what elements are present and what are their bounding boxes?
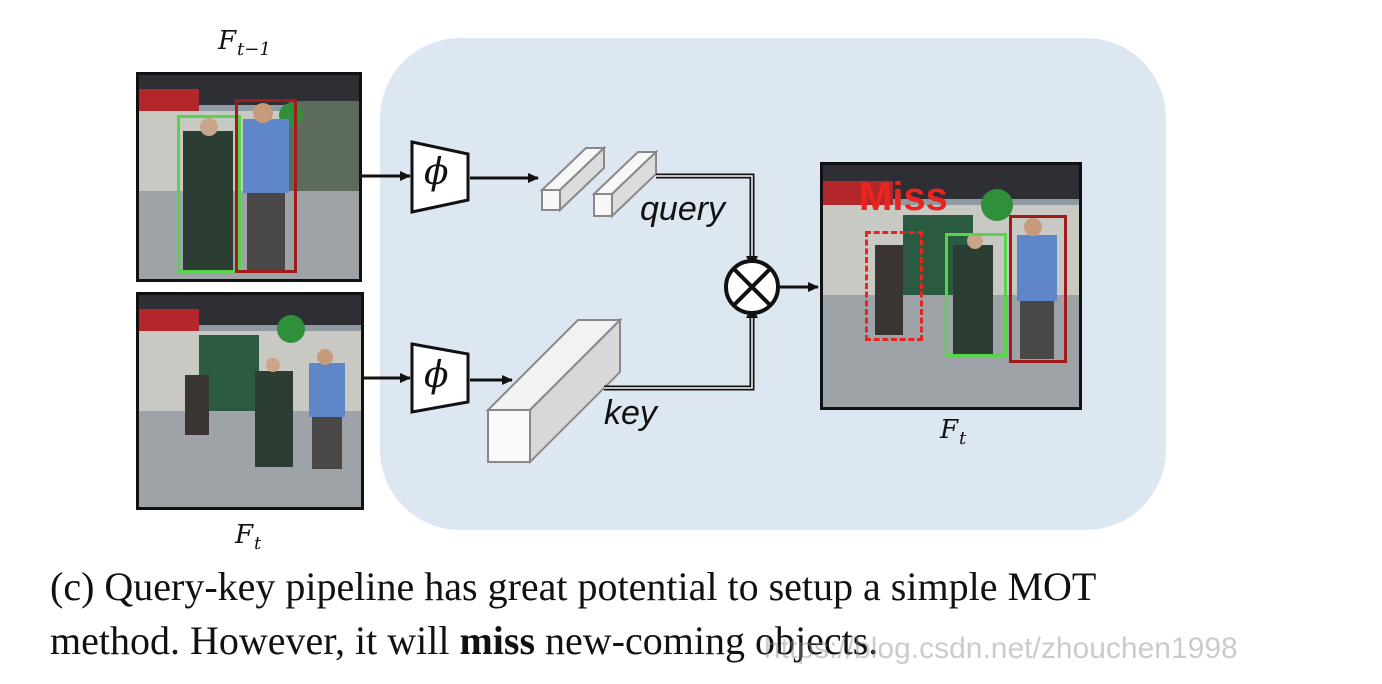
frame-label-output: Ft (940, 415, 967, 449)
frame-label-curr: Ft (235, 520, 262, 554)
miss-label: Miss (859, 175, 948, 219)
caption-line-2: method. However, it will miss new-coming… (50, 618, 879, 663)
key-label: key (604, 394, 657, 432)
frame-output-image: Miss (820, 162, 1082, 410)
caption-bold-miss: miss (459, 618, 536, 663)
street-scene-prev (139, 75, 359, 279)
street-scene-curr (139, 295, 361, 507)
bbox-miss-dashed (865, 231, 923, 341)
query-label: query (640, 190, 726, 228)
frame-curr-image (136, 292, 364, 510)
watermark-text: https://blog.csdn.net/zhouchen1998 (764, 632, 1238, 665)
phi-symbol-bottom: ϕ (424, 355, 449, 396)
figure-caption: (c) Query-key pipeline has great potenti… (50, 560, 1280, 668)
bbox-red (235, 99, 297, 273)
caption-line-1: (c) Query-key pipeline has great potenti… (50, 564, 1097, 609)
bbox-green (177, 115, 241, 273)
frame-label-prev: Ft−1 (218, 26, 271, 60)
bbox-red (1009, 215, 1067, 363)
phi-symbol-top: ϕ (424, 152, 449, 193)
bbox-green (945, 233, 1007, 357)
frame-prev-image (136, 72, 362, 282)
